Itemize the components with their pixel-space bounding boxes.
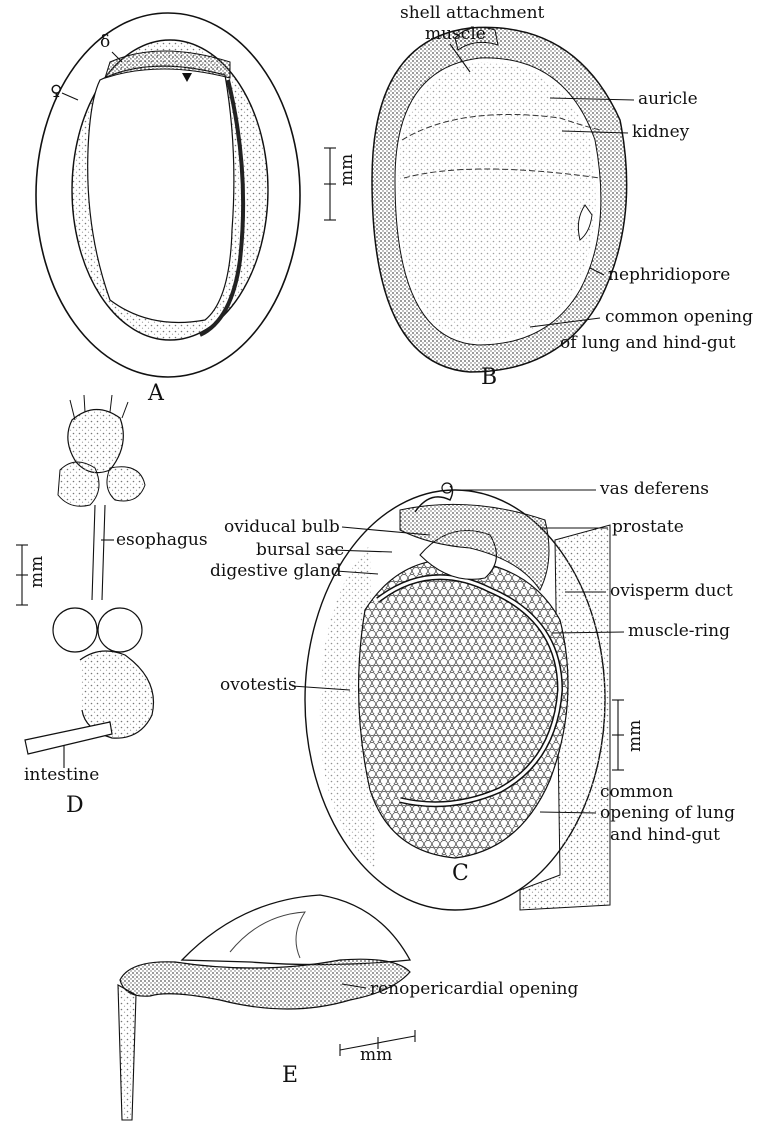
figure-d-stomach — [80, 651, 153, 738]
figure-d-intestine — [25, 722, 112, 754]
figure-d-label-intestine: intestine — [24, 765, 99, 785]
figure-e: renopericardial opening mm E — [118, 895, 578, 1120]
figure-b-label-kidney: kidney — [632, 122, 690, 142]
figure-d: esophagus intestine mm D — [16, 395, 208, 818]
figure-b-inner-stipple — [398, 62, 596, 341]
figure-c-label-digestive-gland: digestive gland — [210, 561, 342, 581]
figure-a-scale-label: mm — [337, 154, 357, 186]
figure-d-scale-bar: mm — [16, 545, 47, 605]
figure-c-scale-label: mm — [625, 720, 645, 752]
figure-c-letter: C — [452, 861, 469, 886]
figure-c-label-vas-deferens: vas deferens — [599, 479, 709, 499]
figure-c-label-muscle-ring: muscle-ring — [628, 621, 730, 641]
figure-a-body — [88, 66, 234, 322]
figure-d-esophagus — [92, 505, 105, 600]
figure-a: δ ♀ mm A — [36, 13, 357, 406]
figure-d-label-esophagus: esophagus — [116, 530, 208, 550]
figure-e-letter: E — [282, 1063, 298, 1088]
figure-c-label-and-hindgut: and hind-gut — [610, 825, 720, 845]
figure-d-crop-right — [98, 608, 142, 652]
figure-e-scale-label: mm — [360, 1045, 392, 1065]
figure-b-label-lung-hindgut: of lung and hind-gut — [560, 333, 736, 353]
figure-c-label-oviducal-bulb: oviducal bulb — [224, 517, 340, 537]
figure-a-letter: A — [147, 381, 165, 406]
figure-e-shell — [182, 895, 410, 965]
figure-a-mark-female: ♀ — [50, 82, 62, 102]
figure-d-scale-label: mm — [27, 556, 47, 588]
figure-d-crop-left — [53, 608, 97, 652]
figure-c-label-ovisperm-duct: ovisperm duct — [610, 581, 733, 601]
figure-b-label-common-opening: common opening — [605, 307, 753, 327]
figure-c-label-common: common — [600, 782, 673, 802]
figure-b-label-shell-attachment: shell attachment — [400, 3, 545, 23]
figure-e-body — [120, 959, 410, 1009]
figure-b: shell attachment muscle auricle kidney n… — [372, 3, 753, 390]
figure-c-label-prostate: prostate — [612, 517, 684, 537]
figure-e-scale-bar: mm — [340, 1030, 415, 1065]
figure-b-label-auricle: auricle — [638, 89, 698, 109]
figure-e-foot — [118, 985, 136, 1120]
figure-d-letter: D — [66, 793, 84, 818]
figure-c-label-ovotestis: ovotestis — [220, 675, 297, 695]
figure-b-label-muscle: muscle — [425, 24, 486, 44]
figure-c-scale-bar: mm — [612, 700, 645, 770]
figure-b-letter: B — [481, 365, 497, 390]
figure-c-label-opening-of-lung: opening of lung — [600, 803, 735, 823]
figure-e-label-renopericardial: renopericardial opening — [370, 979, 578, 999]
figure-c-label-bursal-sac: bursal sac — [256, 540, 344, 560]
figure-b-label-nephridiopore: nephridiopore — [608, 265, 730, 285]
figure-c: vas deferens oviducal bulb prostate burs… — [210, 479, 735, 910]
figure-a-mark-male: δ — [100, 32, 110, 52]
figure-a-scale-bar: mm — [324, 148, 357, 220]
